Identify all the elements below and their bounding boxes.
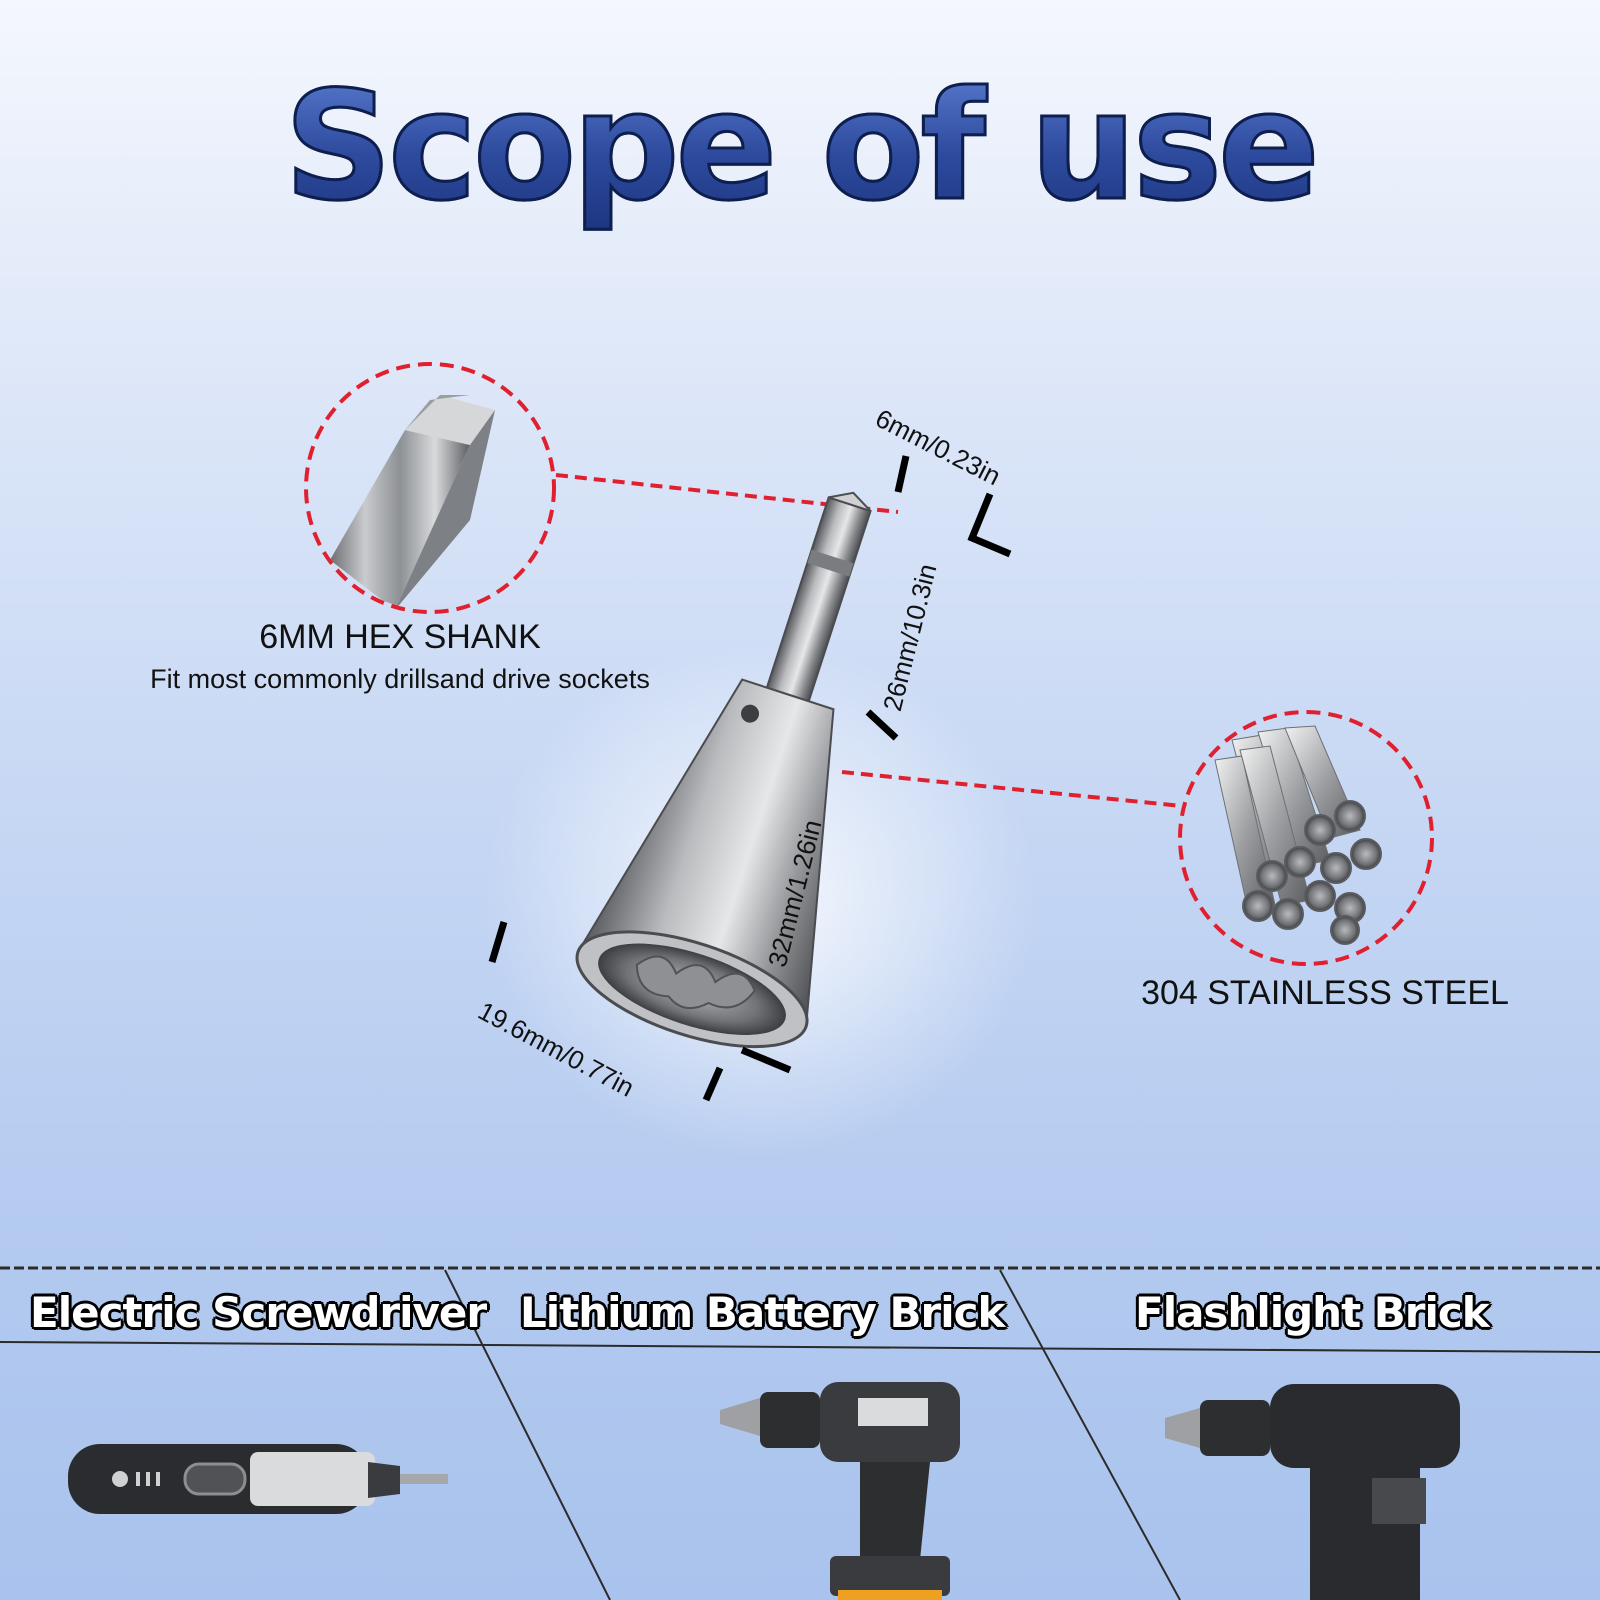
cordless-drill-icon <box>720 1382 960 1600</box>
applications-frame <box>0 1266 1600 1600</box>
applications-section: Electric Screwdriver Lithium Battery Bri… <box>0 1266 1600 1600</box>
application-label-flashlight-brick: Flashlight Brick <box>1135 1288 1490 1337</box>
hex-shank-title: 6MM HEX SHANK <box>259 618 541 656</box>
dimension-markers <box>488 455 1012 1102</box>
socket-adapter-product <box>575 491 872 1049</box>
application-label-electric-screwdriver: Electric Screwdriver <box>30 1288 487 1337</box>
electric-screwdriver-icon <box>68 1444 448 1514</box>
page-title: Scope of use <box>0 59 1600 236</box>
hex-bit-closeup-icon <box>304 362 556 614</box>
material-title: 304 STAINLESS STEEL <box>1141 974 1509 1012</box>
application-label-lithium-battery-brick: Lithium Battery Brick <box>520 1288 1005 1337</box>
callout-line-steel <box>841 770 1183 808</box>
corded-drill-icon <box>1165 1384 1460 1600</box>
steel-rods-closeup-icon <box>1178 710 1434 966</box>
hex-shank-subtitle: Fit most commonly drillsand drive socket… <box>150 664 650 694</box>
